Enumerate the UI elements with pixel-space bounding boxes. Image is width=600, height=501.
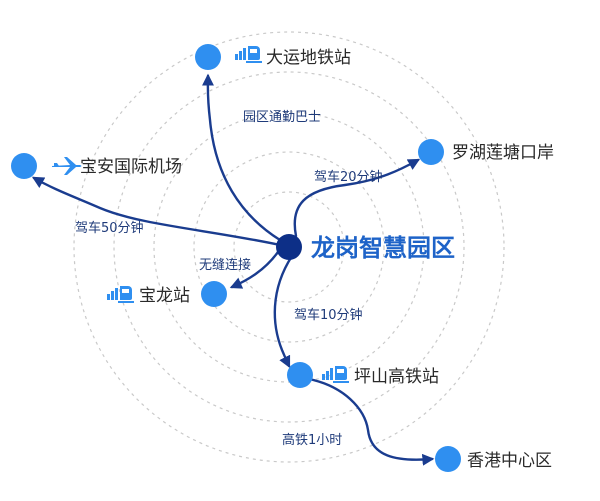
node-hongkong — [435, 446, 461, 472]
node-dayundi — [195, 44, 221, 70]
node-luohu — [418, 139, 444, 165]
node-baoan — [11, 153, 37, 179]
node-baolong — [201, 281, 227, 307]
node-pingshan — [287, 362, 313, 388]
label-hongkong: 香港中心区 — [467, 451, 552, 471]
range-ring — [233, 191, 345, 303]
route-line-dayundi — [201, 73, 282, 242]
label-dayundi: 大运地铁站 — [266, 48, 351, 68]
train-icon — [235, 46, 262, 63]
route-label-seamless: 无缝连接 — [199, 257, 251, 273]
route-line-baolong — [229, 250, 280, 289]
hub-node — [276, 234, 302, 260]
label-baoan: 宝安国际机场 — [80, 157, 182, 177]
airplane-icon — [52, 157, 82, 175]
route-line-pingshan — [273, 254, 294, 369]
route-label-drive20: 驾车20分钟 — [314, 169, 383, 185]
route-line-hongkong — [302, 376, 435, 466]
route-line-baoan — [31, 176, 282, 247]
label-pingshan: 坪山高铁站 — [354, 367, 439, 387]
route-label-drive10: 驾车10分钟 — [294, 307, 363, 323]
hub-label: 龙岗智慧园区 — [311, 234, 455, 262]
train-icon — [107, 286, 134, 303]
range-rings — [73, 31, 505, 463]
range-ring — [193, 151, 385, 343]
range-ring — [113, 71, 465, 423]
label-baolong: 宝龙站 — [139, 286, 190, 306]
route-label-hsr1h: 高铁1小时 — [282, 432, 342, 448]
train-icon — [322, 366, 349, 383]
route-label-shuttle: 园区通勤巴士 — [243, 110, 321, 125]
route-label-drive50: 驾车50分钟 — [75, 220, 144, 236]
range-ring — [153, 111, 425, 383]
label-luohu: 罗湖莲塘口岸 — [452, 143, 554, 163]
range-ring — [73, 31, 505, 463]
route-line-luohu — [293, 158, 421, 238]
